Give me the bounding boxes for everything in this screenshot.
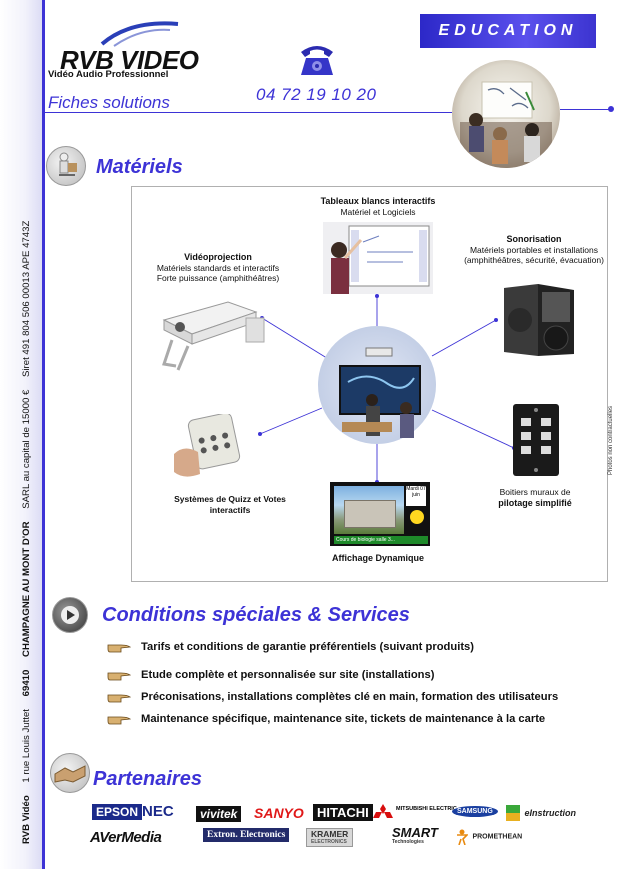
education-badge: EDUCATION [420, 14, 596, 48]
tbi-photo [323, 222, 433, 294]
header-right-dot [608, 106, 614, 112]
photos-note: Photos non contractuelles [608, 405, 614, 475]
center-classroom-image [318, 326, 436, 444]
telephone-icon [301, 46, 333, 75]
hitachi-logo: HITACHI [313, 804, 373, 821]
conditions-title: Conditions spéciales & Services [102, 604, 410, 626]
boitiers-title2: pilotage simplifié [498, 497, 572, 508]
classroom-photo [452, 60, 560, 168]
videoprojection-title: Vidéoprojection [184, 252, 252, 262]
promethean-logo: PROMETHEAN [456, 828, 522, 846]
logo-swoosh-icon [100, 21, 179, 47]
signage-building-image [334, 486, 404, 534]
boitiers-title1: Boitiers muraux de [499, 487, 571, 497]
affichage-label: Affichage Dynamique [331, 553, 425, 563]
sonorisation-desc1: Matériels portables et installations [469, 244, 599, 255]
section-label: Fiches solutions [48, 93, 170, 112]
condition-text: Tarifs et conditions de garantie préfére… [141, 641, 474, 653]
delivery-man-icon [46, 146, 86, 186]
einstruction-logo: eInstruction [506, 804, 576, 822]
header-right-line [560, 109, 610, 110]
boitiers-label: Boitiers muraux de pilotage simplifié [480, 487, 590, 508]
signage-date: Mardi 07 juin [406, 486, 426, 506]
left-sidebar [0, 0, 45, 869]
partenaires-title: Partenaires [93, 768, 202, 790]
logo-subtitle: Vidéo Audio Professionnel [48, 69, 169, 80]
condition-item: Etude complète et personnalisée sur site… [107, 669, 434, 681]
pointing-hand-icon [107, 672, 131, 681]
sonorisation-title: Sonorisation [506, 234, 562, 244]
epson-logo: EPSON [92, 804, 143, 820]
services-badge-icon [52, 597, 88, 633]
projector-photo [158, 290, 266, 374]
videoprojection-label: Vidéoprojection Matériels standards et i… [146, 252, 290, 284]
sonorisation-desc2: (amphithéâtres, sécurité, évacuation) [464, 255, 604, 265]
extron-logo: Extron. Electronics [203, 828, 290, 842]
header-divider [44, 112, 452, 113]
mitsubishi-logo: MITSUBISHI ELECTRIC [372, 804, 457, 820]
digital-signage-screen: Mardi 07 juin Cours de biologie salle 3.… [330, 482, 430, 546]
logo: RVB VIDEO [60, 45, 199, 75]
materiels-title: Matériels [96, 156, 183, 178]
videoprojection-desc2: Forte puissance (amphithéâtres) [156, 273, 280, 283]
quizz-title1: Systèmes de Quizz et Votes [174, 494, 286, 504]
speaker-photo [498, 282, 578, 360]
condition-item: Maintenance spécifique, maintenance site… [107, 713, 545, 725]
tbi-desc: Matériel et Logiciels [340, 206, 416, 217]
quizz-remote-photo [170, 412, 250, 480]
tbi-label: Tableaux blancs interactifs Matériel et … [308, 196, 448, 217]
pointing-hand-icon [107, 644, 131, 653]
pointing-hand-icon [107, 716, 131, 725]
wall-control-panel-photo [513, 404, 559, 476]
condition-text: Etude complète et personnalisée sur site… [141, 669, 435, 681]
condition-text: Maintenance spécifique, maintenance site… [141, 713, 546, 725]
sun-icon [410, 510, 424, 524]
videoprojection-desc1: Matériels standards et interactifs [156, 262, 280, 273]
quizz-label: Systèmes de Quizz et Votes interactifs [160, 494, 300, 515]
condition-item: Préconisations, installations complètes … [107, 691, 558, 703]
signage-caption: Cours de biologie salle 3... [334, 536, 428, 544]
vivitek-logo: vivitek [196, 806, 242, 822]
condition-item: Tarifs et conditions de garantie préfére… [107, 641, 474, 653]
phone-number: 04 72 19 10 20 [256, 85, 377, 104]
handshake-icon [50, 753, 90, 793]
samsung-logo: SAMSUNG [452, 806, 498, 817]
nec-logo: NEC [142, 803, 174, 820]
pointing-hand-icon [107, 694, 131, 703]
promethean-figure-icon [457, 829, 469, 846]
smart-logo: SMART Technologies [392, 825, 438, 845]
sonorisation-label: Sonorisation Matériels portables et inst… [458, 234, 610, 266]
kramer-logo: KRAMER ELECTRONICS [306, 828, 354, 847]
sanyo-logo: SANYO [254, 805, 304, 821]
quizz-title2: interactifs [209, 504, 251, 515]
mitsubishi-diamonds-icon [373, 804, 393, 818]
tbi-title: Tableaux blancs interactifs [320, 196, 436, 206]
avermedia-logo: AVerMedia [90, 829, 162, 846]
condition-text: Préconisations, installations complètes … [141, 691, 559, 703]
